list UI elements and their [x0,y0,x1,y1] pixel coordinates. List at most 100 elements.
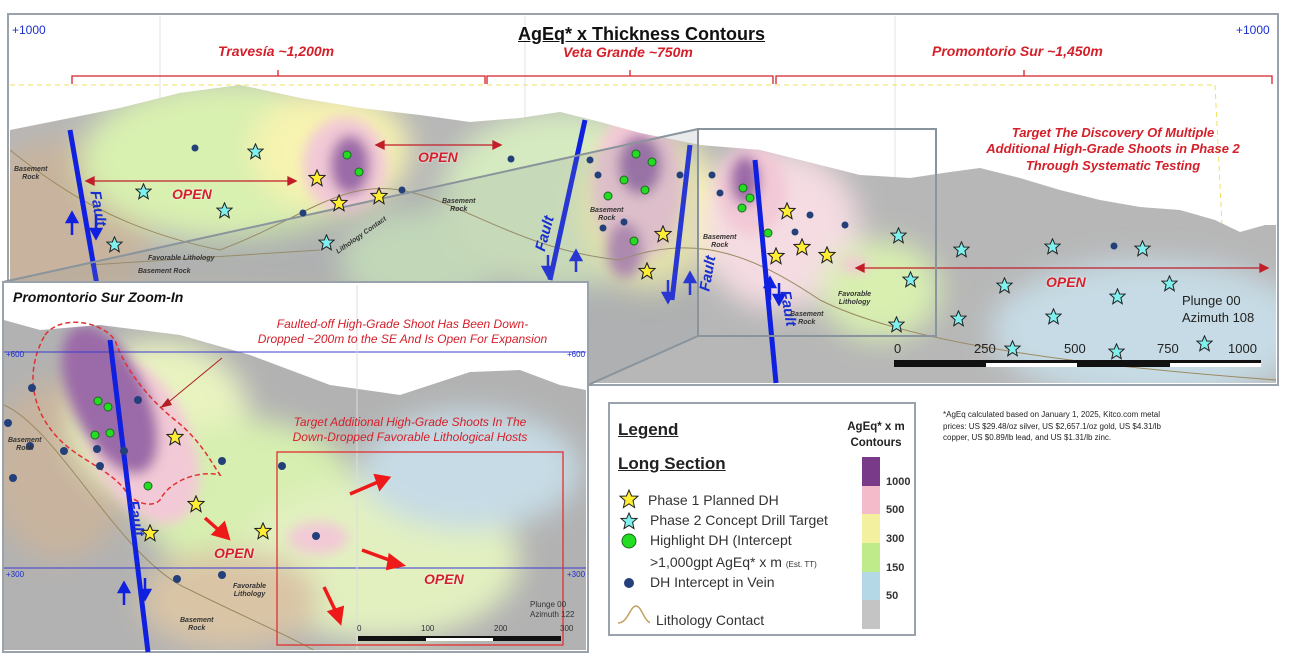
phase2-target-note: Target The Discovery Of Multiple Additio… [968,125,1258,174]
contour-swatch [862,457,880,486]
zone-label-travesia: Travesía ~1,200m [218,43,335,59]
label-line: Rock [711,241,729,249]
legend-phase2: Phase 2 Concept Drill Target [650,512,828,528]
basement-rock-line-label: Basement Rock [138,268,191,275]
open-label-promontorio: OPEN [1046,274,1086,290]
note-line: Through Systematic Testing [1025,157,1201,173]
highlight-note: (Est. TT) [785,560,817,569]
label-line: Favorable [838,291,872,298]
inset-terrain [4,320,586,650]
note-line: Target The Discovery Of Multiple [1011,125,1215,140]
dh-intercept-dots [191,144,1118,250]
label-line: Rock [188,624,206,632]
contour-swatch [862,571,880,601]
label-line: Rock [598,214,616,222]
label-line: Basement [8,437,42,444]
label-line: AgEq* x m [847,421,905,433]
note-pointer [164,357,223,406]
legend-highlight-line2: >1,000gpt AgEq* x m (Est. TT) [650,554,817,570]
zone-label-veta-grande: Veta Grande ~750m [563,44,693,60]
contour-level-label: 50 [886,590,899,603]
open-label-veta: OPEN [418,149,458,165]
zone-brackets [71,70,1273,84]
note-line: Additional High-Grade Shoots in Phase 2 [986,141,1240,157]
note-line: Target Additional High-Grade Shoots In T… [293,415,527,429]
scale-tick: 300 [560,624,574,633]
scale-tick: 100 [421,624,435,633]
label-line: Basement [14,166,48,173]
inset-open-arrows [203,473,407,626]
scale-tick: 0 [894,341,902,356]
footnote-line: copper, US $0.89/lb lead, and US $1.31/l… [943,433,1112,443]
label-line: Basement [442,198,476,205]
label-line: Lithology [233,590,266,598]
inset-scale-bar [358,636,561,641]
fault-motion-arrows [64,210,787,307]
open-arrows [84,139,1270,274]
contour-swatch [862,542,880,572]
legend-subtitle: Long Section [618,454,726,473]
zone-label-promontorio-sur: Promontorio Sur ~1,450m [932,43,1103,59]
highlight-dh-circles [342,149,773,246]
label-line: Basement [703,234,737,241]
target-box [276,451,564,646]
scale-tick: 250 [974,341,996,356]
inset-highlight-circles [90,396,153,491]
lithology-curve-icon [617,605,650,624]
scale-tick: 0 [357,624,362,633]
highlight-threshold: >1,000gpt AgEq* x m [650,554,782,570]
label-line: Rock [22,173,40,181]
open-label-travesia: OPEN [172,186,212,202]
faulted-shoot-note: Faulted-off High-Grade Shoot Has Been Do… [215,317,590,347]
yellow-star-icon [618,488,640,509]
contour-swatch [862,485,880,515]
contour-level-label: 1000 [886,475,911,488]
label-line: Basement [180,617,214,624]
elevation-label: +600 [6,350,25,359]
legend-lithology: Lithology Contact [656,612,765,628]
contour-level-label: 150 [886,561,905,574]
legend-icons [617,488,650,624]
inset-fault-line [107,339,151,653]
footnote-line: prices: US $29.48/oz silver, US $2,657.1… [943,421,1161,431]
page-title: AgEq* x Thickness Contours [518,24,766,44]
scale-tick: 200 [494,624,508,633]
contour-swatch [862,514,880,543]
contour-level-label: 500 [886,504,905,517]
scale-tick: 500 [1064,341,1086,356]
note-line: Down-Dropped Favorable Lithological Host… [292,430,528,444]
shoot-outline [32,321,222,505]
inset-title: Promontorio Sur Zoom-In [13,289,184,305]
legend-panel: Legend Long Section Phase 1 Planned DH P… [608,402,916,636]
elevation-label-right: +1000 [1236,23,1270,37]
label-line: Lithology [838,298,871,306]
elevation-label: +300 [6,570,25,579]
footnote: *AgEq calculated based on January 1, 202… [943,409,1161,444]
inset-open-label: OPEN [214,545,254,561]
scale-tick: 1000 [1228,341,1257,356]
scale-tick: 750 [1157,341,1179,356]
contour-swatch [862,600,880,629]
label-line: Rock [450,205,468,213]
plunge-label: Plunge 00 [1182,293,1241,308]
azimuth-label: Azimuth 122 [530,610,575,620]
label-line: Rock [798,318,816,326]
label-line: Rock [16,444,34,452]
inset-dh-dots [4,384,320,583]
main-scale-bar [894,360,1261,367]
legend-title: Legend [618,420,679,439]
lithology-contact-line [10,149,1276,381]
inset-open-label: OPEN [424,571,464,587]
cyan-star-icon [619,511,639,530]
plunge-label: Plunge 00 [530,600,567,609]
